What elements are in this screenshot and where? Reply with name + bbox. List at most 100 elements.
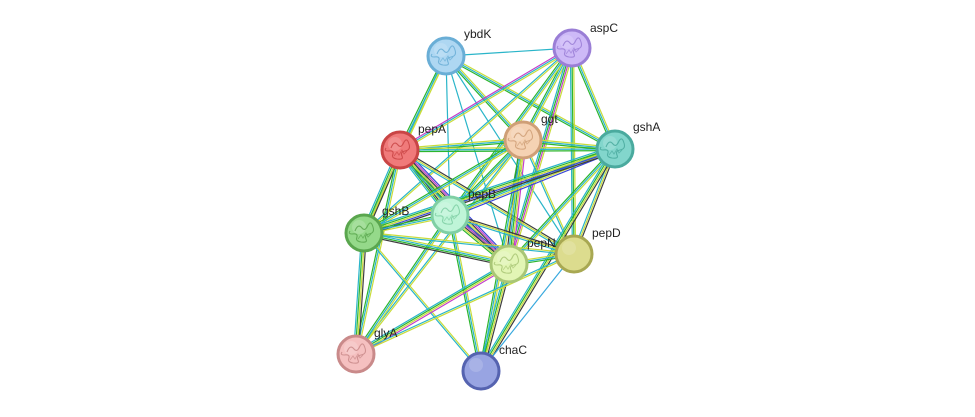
protein-structure-icon — [348, 222, 375, 243]
protein-structure-detail-icon — [439, 55, 454, 63]
edge-evidence-teal — [445, 55, 451, 216]
edge-evidence-blue — [450, 150, 617, 218]
node-pepD[interactable]: pepD — [554, 226, 621, 274]
edge-evidence-dark — [482, 149, 618, 373]
edge-evidence-yellow — [509, 149, 617, 266]
edge-evidence-teal — [362, 46, 573, 234]
node-gshA[interactable]: gshA — [595, 120, 660, 169]
node-circle[interactable] — [430, 195, 470, 235]
node-circle[interactable] — [552, 28, 592, 68]
edge-evidence-teal — [362, 145, 615, 231]
node-circle[interactable] — [489, 244, 529, 284]
edge-evidence-yellow — [364, 140, 525, 235]
edge-ybdK-pepN[interactable] — [445, 55, 510, 265]
edge-ybdK-aspC[interactable] — [445, 47, 573, 57]
edge-evidence-teal — [354, 261, 509, 353]
edge-evidence-green — [507, 47, 572, 265]
node-label: chaC — [499, 343, 527, 357]
edge-evidence-yellow — [450, 214, 484, 372]
edge-evidence-yellow — [356, 232, 366, 355]
edge-pepD-chaC[interactable] — [480, 253, 575, 372]
node-gshB[interactable]: gshB — [344, 204, 409, 253]
node-glyA[interactable]: glyA — [336, 326, 397, 374]
node-highlight — [344, 341, 358, 355]
edge-ybdK-pepB[interactable] — [445, 55, 451, 216]
edge-evidence-green — [507, 147, 615, 264]
edge-evidence-teal — [449, 147, 616, 215]
edge-gshB-pepD[interactable] — [363, 231, 575, 256]
node-pepA[interactable]: pepA — [380, 122, 446, 170]
edge-evidence-yellow — [363, 231, 575, 254]
node-ybdK[interactable]: ybdK — [426, 27, 491, 76]
node-pepB[interactable]: pepB — [430, 187, 496, 235]
node-circle[interactable] — [503, 120, 543, 160]
edge-evidence-green — [362, 138, 523, 233]
edge-evidence-teal — [362, 232, 481, 373]
edge-pepB-pepD[interactable] — [448, 212, 576, 257]
node-ggt[interactable]: ggt — [503, 112, 558, 160]
node-circle[interactable] — [461, 351, 501, 391]
edge-aspC-pepN[interactable] — [506, 46, 575, 266]
node-label: gshA — [633, 120, 660, 134]
node-highlight — [603, 136, 617, 150]
edge-evidence-teal — [448, 215, 575, 257]
edge-gshB-chaC[interactable] — [362, 231, 483, 373]
node-circle[interactable] — [595, 129, 635, 169]
node-circle[interactable] — [426, 36, 466, 76]
protein-structure-icon — [384, 139, 411, 160]
edge-evidence-blue — [363, 149, 617, 236]
edge-evidence-yellow — [356, 139, 525, 356]
node-circle[interactable] — [336, 334, 376, 374]
edge-evidence-yellow — [449, 149, 616, 217]
node-pepN[interactable]: pepN — [489, 236, 556, 284]
node-highlight — [352, 220, 366, 234]
edge-evidence-teal — [508, 148, 616, 265]
edge-aspC-pepA[interactable] — [398, 46, 574, 152]
protein-structure-icon — [507, 129, 534, 150]
nodes-layer: ybdK aspC pepA ggt gshA pepB gshB pepN pepD glyA c… — [336, 21, 660, 391]
node-label: ggt — [541, 112, 558, 126]
edge-evidence-teal — [363, 139, 524, 234]
edge-evidence-magenta — [511, 139, 527, 265]
node-highlight — [469, 358, 483, 372]
edge-evidence-magenta — [509, 47, 574, 265]
edge-evidence-teal — [355, 214, 451, 355]
node-circle[interactable] — [554, 234, 594, 274]
node-label: pepB — [468, 187, 496, 201]
edge-evidence-teal — [506, 46, 571, 264]
protein-structure-detail-icon — [357, 232, 372, 240]
edge-evidence-green — [354, 232, 364, 355]
edge-aspC-gshB[interactable] — [362, 46, 574, 235]
edge-pepD-glyA[interactable] — [355, 252, 575, 356]
node-label: pepA — [418, 122, 446, 136]
edge-evidence-green — [363, 233, 510, 266]
edge-evidence-dark — [362, 234, 510, 267]
node-highlight — [438, 202, 452, 216]
protein-structure-detail-icon — [516, 139, 531, 147]
edge-evidence-green — [354, 262, 510, 354]
edge-evidence-teal — [445, 55, 510, 265]
edge-evidence-yellow — [509, 139, 526, 265]
node-circle[interactable] — [380, 130, 420, 170]
protein-structure-detail-icon — [502, 263, 517, 271]
node-circle[interactable] — [344, 213, 384, 253]
edge-evidence-yellow — [355, 264, 511, 356]
edge-gshA-pepN[interactable] — [507, 147, 617, 266]
node-label: pepD — [592, 226, 621, 240]
node-aspC[interactable]: aspC — [552, 21, 618, 68]
edge-evidence-yellow — [363, 148, 616, 234]
edge-evidence-green — [354, 213, 450, 354]
protein-structure-detail-icon — [443, 214, 458, 222]
protein-structure-icon — [493, 253, 520, 274]
edge-evidence-yellow — [364, 231, 483, 372]
protein-structure-icon — [340, 343, 367, 364]
edge-gshB-glyA[interactable] — [353, 232, 367, 355]
edge-pepN-glyA[interactable] — [354, 261, 511, 357]
edge-evidence-teal — [399, 47, 573, 151]
edge-ggt-gshB[interactable] — [362, 138, 525, 235]
edge-evidence-teal — [353, 232, 363, 355]
edge-evidence-teal — [363, 233, 575, 256]
node-chaC[interactable]: chaC — [461, 343, 527, 391]
edge-evidence-dark — [357, 232, 367, 355]
